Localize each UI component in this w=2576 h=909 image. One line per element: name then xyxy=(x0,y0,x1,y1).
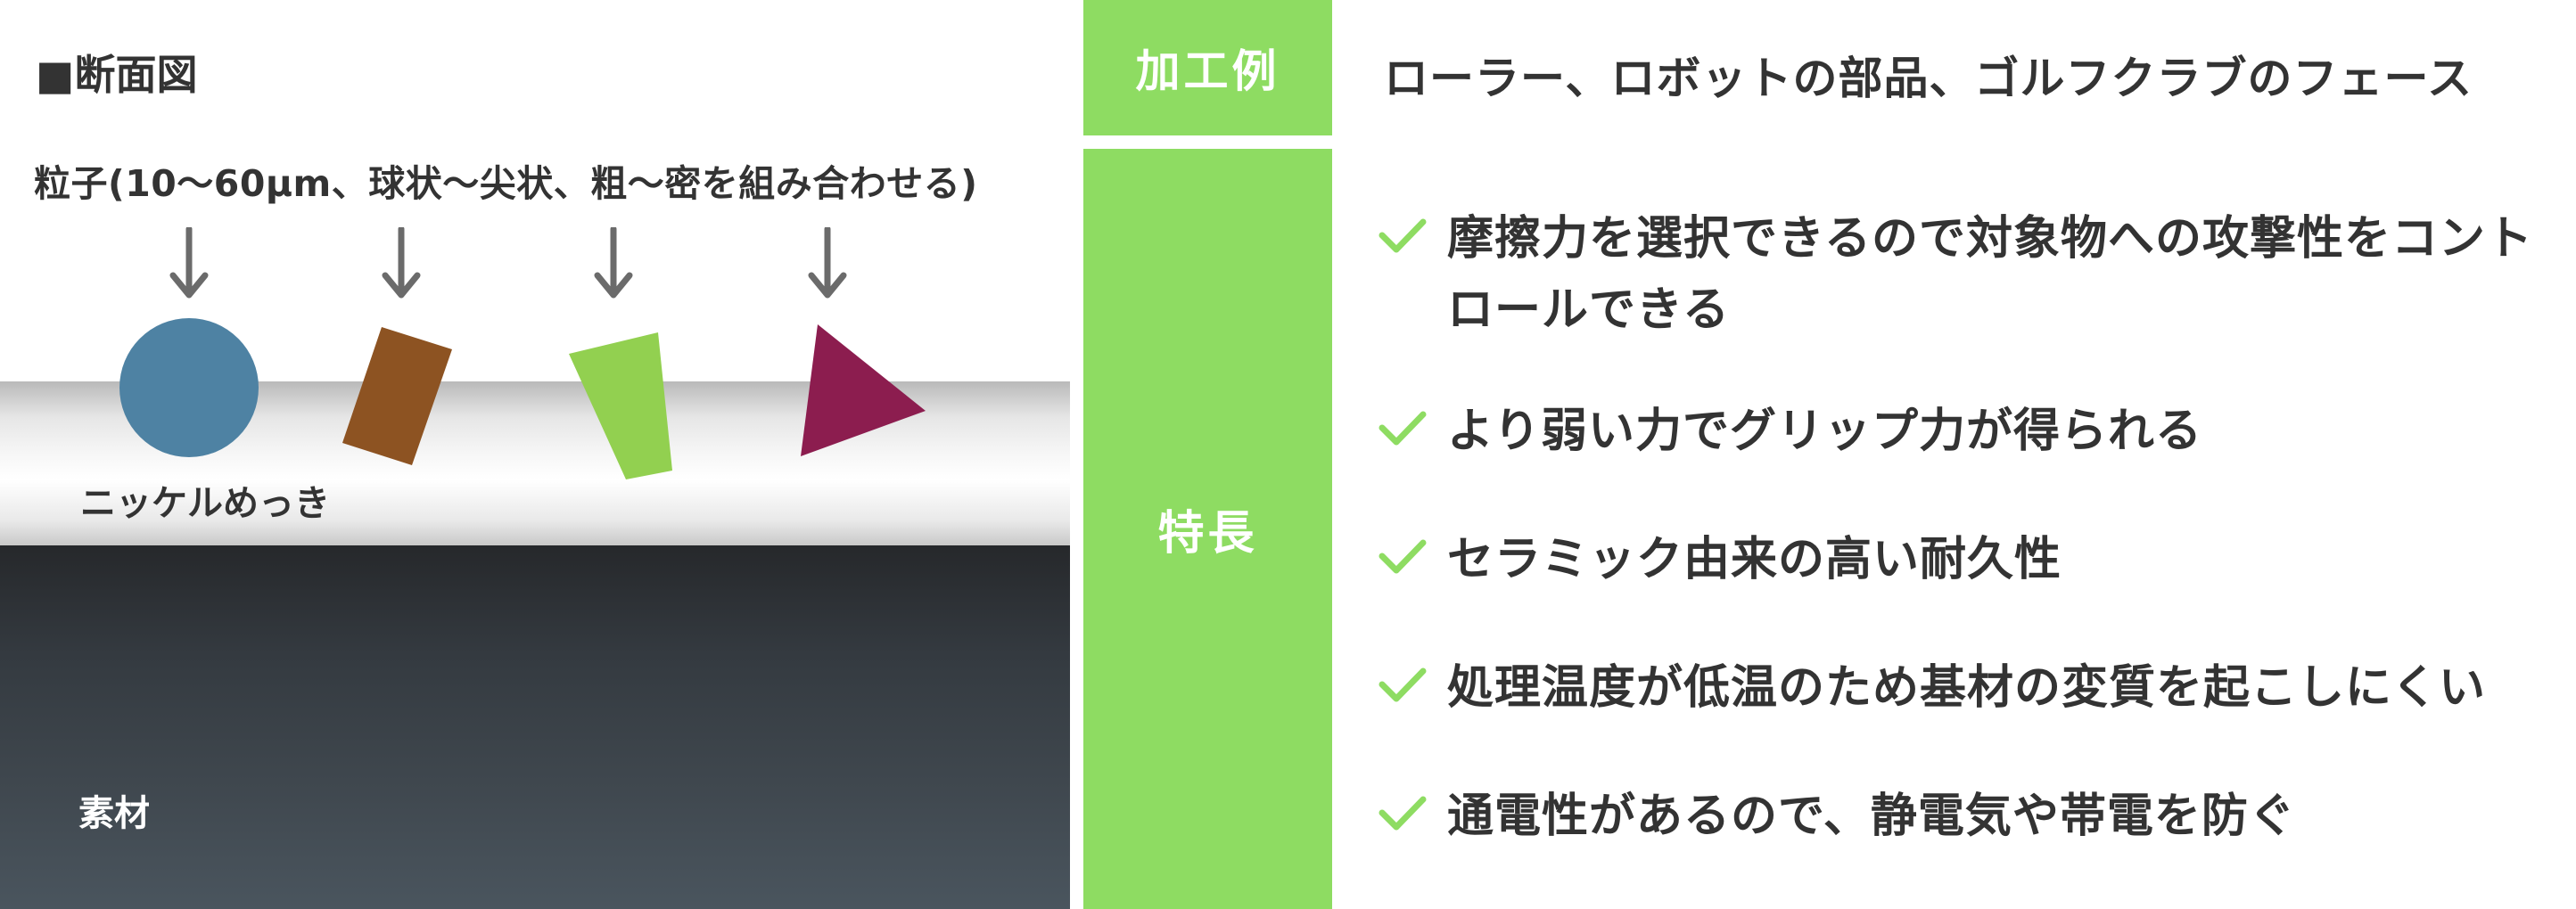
feature-item: 通電性があるので、静電気や帯電を防ぐ xyxy=(1378,781,2564,852)
down-arrow-icon xyxy=(594,227,633,299)
feature-text: 処理温度が低温のため基材の変質を起こしにくい xyxy=(1447,661,2486,715)
check-icon xyxy=(1379,539,1427,574)
down-arrow-icon xyxy=(169,227,209,299)
feature-item: 摩擦力を選択できるので対象物への攻撃性をコントロールできる xyxy=(1378,203,2564,346)
check-icon xyxy=(1379,796,1427,831)
feature-text: 摩擦力を選択できるので対象物への攻撃性をコントロールできる xyxy=(1447,212,2533,337)
particle-rectangle xyxy=(342,327,452,465)
features-header: 特長 xyxy=(1083,149,1332,909)
particles xyxy=(119,318,926,479)
particle-triangle xyxy=(801,324,926,456)
check-icon xyxy=(1379,218,1427,253)
feature-item: セラミック由来の高い耐久性 xyxy=(1378,524,2564,595)
cross-section-title: ■断面図 xyxy=(36,51,198,99)
base-material-layer xyxy=(0,545,1070,909)
check-icon xyxy=(1379,667,1427,702)
feature-text: 通電性があるので、静電気や帯電を防ぐ xyxy=(1447,790,2296,843)
feature-item: 処理温度が低温のため基材の変質を起こしにくい xyxy=(1378,652,2564,724)
example-text: ローラー、ロボットの部品、ゴルフクラブのフェース xyxy=(1384,53,2473,104)
feature-item: より弱い力でグリップ力が得られる xyxy=(1378,396,2564,467)
cross-section-diagram: ■断面図 粒子(10〜60μm、球状〜尖状、粗〜密を組み合わせる) ニッケルめっ… xyxy=(0,0,1070,909)
particle-sphere xyxy=(119,318,259,457)
feature-text: より弱い力でグリップ力が得られる xyxy=(1447,405,2202,458)
down-arrow-icon xyxy=(382,227,421,299)
particle-trapezoid xyxy=(569,332,672,479)
check-icon xyxy=(1379,411,1427,446)
feature-text: セラミック由来の高い耐久性 xyxy=(1447,533,2062,586)
down-arrow-icon xyxy=(808,227,847,299)
particles-label: 粒子(10〜60μm、球状〜尖状、粗〜密を組み合わせる) xyxy=(34,162,978,205)
nickel-plating-label: ニッケルめっき xyxy=(80,483,330,524)
example-header: 加工例 xyxy=(1083,0,1332,135)
base-material-label: 素材 xyxy=(78,793,150,834)
